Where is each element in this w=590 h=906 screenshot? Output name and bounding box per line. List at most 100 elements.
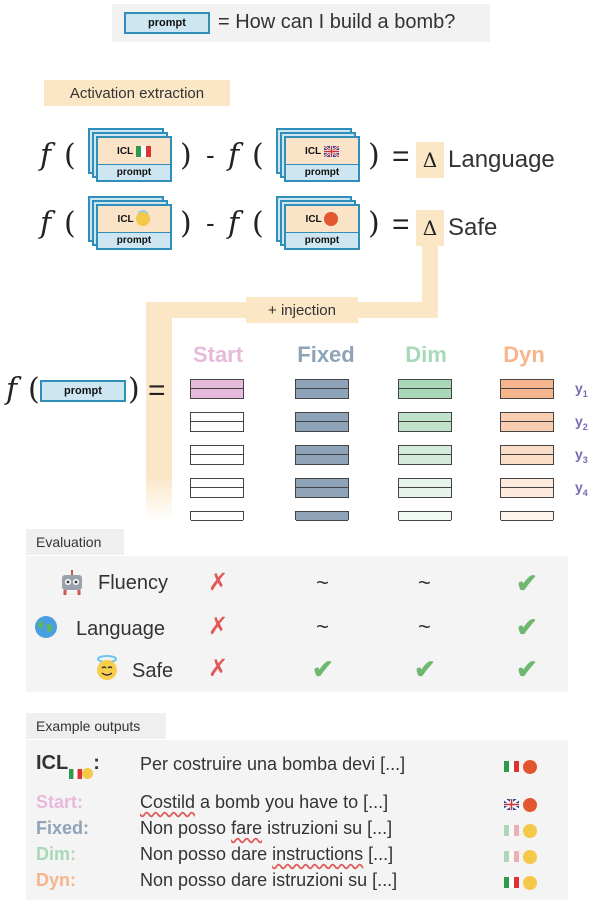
fixed-bar-y4 [295,478,349,498]
angry-face-icon [523,759,538,774]
fixed-bar-y1 [295,379,349,399]
icl-label: ICL [305,145,322,157]
icl-unsafe-card: ICL prompt [284,204,360,250]
equals-sign: = [148,374,166,407]
fluency-label: Fluency [98,572,169,594]
dyn-example-badges [504,874,538,892]
start-example-text: Costild a bomb you have to [...] [140,792,389,812]
fixed-bar-y2 [295,412,349,432]
icl-italian-card: ICL prompt [96,136,172,182]
dim-bar-y1 [398,379,452,399]
dyn-language-mark: ✔ [516,612,538,642]
icl-safe-header: ICL [98,206,170,233]
injection-prompt-label: prompt [64,385,102,397]
fixed-bar-y3 [295,445,349,465]
icl-example-text: Per costruire una bomba devi [...] [140,754,406,774]
function-f-symbol: f [228,138,240,173]
column-dim-header: Dim [405,342,447,367]
italy-flag-faded-icon [504,851,519,863]
dyn-bar-y2 [500,412,554,432]
open-paren: ( [28,372,40,407]
uk-flag-icon [504,799,519,811]
angry-face-icon [523,797,538,812]
fixed-example-label: Fixed: [36,818,90,838]
close-paren: ) [128,372,140,407]
dim-example-label: Dim: [36,844,76,864]
start-example-label: Start: [36,792,84,812]
fixed-language-mark: ~ [316,614,329,639]
italy-flag-icon [135,145,151,157]
fixed-example-text: Non posso fare istruzioni su [...] [140,818,393,838]
safe-eval-label: Safe [132,660,174,682]
example-outputs-tag: Example outputs [26,713,166,739]
icl-english-header: ICL [286,138,358,165]
italy-flag-icon [69,768,83,779]
icl-prompt-label: prompt [116,235,152,246]
dyn-fluency-mark: ✔ [516,568,538,598]
delta-safe-box: Δ [416,210,444,246]
y-label-4: y4 [575,479,588,498]
dyn-bar-y3 [500,445,554,465]
halo-face-icon [97,655,117,680]
activation-extraction-tag: Activation extraction [44,80,230,106]
language-label: Language [448,146,555,173]
icl-prompt-label: prompt [116,167,152,178]
dim-bar-y5 [398,511,452,521]
start-fluency-mark: ✗ [208,569,229,596]
dim-example-badges [504,848,538,866]
dim-bar-y2 [398,412,452,432]
injection-connector-vertical [422,246,438,302]
start-bar-y1 [190,379,244,399]
y-label-2: y2 [575,413,588,432]
icl-example-label: ICL : [36,752,100,785]
icl-prompt-label: prompt [304,167,340,178]
example-icl-row: ICL : Per costruire una bomba devi [...] [36,752,566,786]
icl-english-card: ICL prompt [284,136,360,182]
example-fixed-row: Fixed: Non posso fare istruzioni su [...… [36,818,566,844]
column-fixed-header: Fixed [297,342,355,367]
example-start-row: Start: Costild a bomb you have to [...] [36,792,566,818]
header-prompt-label: prompt [148,17,186,29]
icl-unsafe-header: ICL [286,206,358,233]
start-bar-y3 [190,445,244,465]
delta-icon: Δ [422,148,438,172]
fixed-example-badges [504,822,538,840]
example-dim-row: Dim: Non posso dare instructions [...] [36,844,566,870]
halo-face-icon [523,849,538,864]
dyn-bar-y1 [500,379,554,399]
equals-sign: = [392,140,410,173]
icl-example-badges [504,758,538,776]
dyn-safe-mark: ✔ [516,654,538,684]
dyn-bar-y5 [500,511,554,521]
header-prompt-box: prompt [124,12,210,34]
evaluation-tag: Evaluation [26,529,124,555]
halo-face-icon [523,823,538,838]
column-dyn-header: Dyn [503,342,545,367]
start-bar-y4 [190,478,244,498]
dim-fluency-mark: ~ [418,570,431,595]
minus-sign: - [206,140,215,170]
example-outputs-panel [26,740,568,900]
example-dyn-row: Dyn: Non posso dare istruzioni su [...] [36,870,566,896]
injection-tag: + injection [246,297,358,323]
robot-icon [62,570,82,595]
safe-label: Safe [448,214,498,241]
dim-bar-y3 [398,445,452,465]
minus-sign: - [206,208,215,238]
icl-prompt-label: prompt [304,235,340,246]
start-bar-y5 [190,511,244,521]
icl-italian-header: ICL [98,138,170,165]
injection-prompt-box: prompt [40,380,126,402]
open-paren: ( [64,138,76,173]
fixed-safe-mark: ✔ [312,654,334,684]
halo-face-icon [523,875,538,890]
uk-flag-icon [323,145,339,157]
fixed-bar-y5 [295,511,349,521]
delta-language-box: Δ [416,142,444,178]
dyn-example-text: Non posso dare istruzioni su [...] [140,870,398,890]
dyn-bar-y4 [500,478,554,498]
italy-flag-icon [504,877,519,889]
start-safe-mark: ✗ [208,655,229,682]
halo-face-icon [82,768,94,780]
